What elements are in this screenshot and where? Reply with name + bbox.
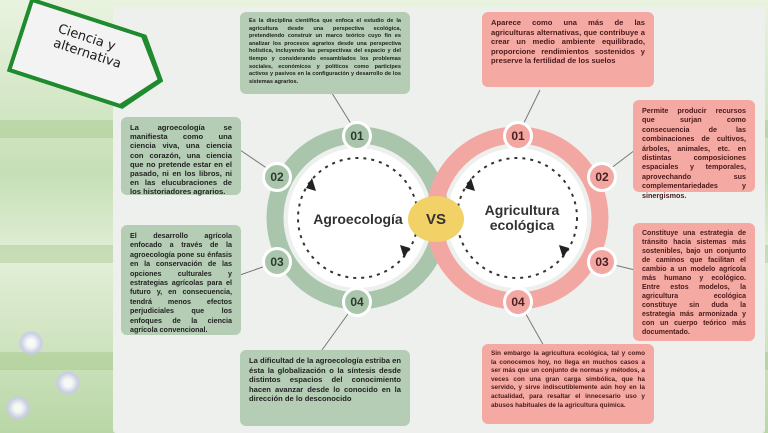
vs-badge: VS xyxy=(408,196,464,242)
arrow-head xyxy=(465,178,475,191)
left-number-02: 02 xyxy=(262,162,292,192)
right-number-01: 01 xyxy=(503,121,533,151)
left-center-title: Agroecología xyxy=(313,211,403,227)
pink-box-01: Aparece como una más de las agriculturas… xyxy=(482,12,654,87)
left-number-04: 04 xyxy=(342,287,372,317)
pink-box-04: Sin embargo la agricultura ecológica, ta… xyxy=(482,344,654,424)
left-number-03: 03 xyxy=(262,247,292,277)
right-center-title: Agricultura ecológica xyxy=(484,202,560,233)
left-number-01: 01 xyxy=(342,121,372,151)
pink-box-02: Permite producir recursos que surjan com… xyxy=(633,100,755,200)
flower-decoration xyxy=(55,370,81,396)
right-dotted-arrow-ring xyxy=(456,157,578,279)
green-box-03: El desarrollo agrícola enfocado a través… xyxy=(121,225,241,335)
right-number-02: 02 xyxy=(587,162,617,192)
left-ring-inner xyxy=(288,148,428,288)
right-number-04: 04 xyxy=(503,287,533,317)
arrow-head xyxy=(559,245,569,258)
arrow-head xyxy=(306,178,316,191)
flower-decoration xyxy=(18,330,44,356)
pink-box-03: Constituye una estrategia de tránsito ha… xyxy=(633,223,755,341)
green-box-01: Es la disciplina científica que enfoca e… xyxy=(240,12,410,94)
green-box-02: La agroecología se manifiesta como una c… xyxy=(121,117,241,196)
green-box-04: La dificultad de la agroecología estriba… xyxy=(240,350,410,426)
right-ring-inner xyxy=(447,148,587,288)
flower-decoration xyxy=(5,395,31,421)
arrow-head xyxy=(400,245,410,258)
right-number-03: 03 xyxy=(587,247,617,277)
